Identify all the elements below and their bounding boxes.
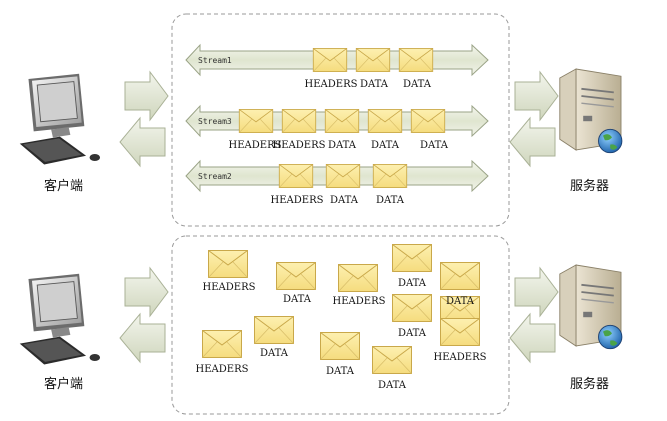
arrow-server-to-panel-bottom [509,312,556,364]
client-computer-icon-bottom [19,273,101,365]
interleaved-frame: DATA [254,316,294,359]
stream-label: Stream2 [198,172,232,181]
frame-envelope-icon [238,109,274,133]
server-icon-bottom [558,264,623,350]
frame-label: DATA [398,328,427,339]
arrow-server-to-panel-top [509,116,556,168]
arrow-panel-to-server-bottom [514,266,559,318]
interleaved-frame: DATA [440,296,480,324]
frame-label: HEADERS [305,79,358,90]
interleaved-frame: HEADERS [196,330,249,375]
frame-label: DATA [398,278,427,289]
interleaved-frame: HEADERS [333,264,386,307]
side-arrows [119,70,559,364]
client-label-bottom: 客户端 [44,376,83,392]
frame-envelope-icon [440,262,480,290]
frame-label: HEADERS [229,140,282,151]
bottom-panel [171,235,510,415]
frame-envelope-icon [208,250,248,278]
frame-label: HEADERS [271,195,324,206]
arrow-panel-to-client-top [119,116,166,168]
frame-label: DATA [403,79,432,90]
frame-label: DATA [378,380,407,391]
server-label-bottom: 服务器 [570,376,609,392]
frame-envelope-icon [278,164,314,188]
interleaved-frame: DATA [372,346,412,391]
frame-label: DATA [420,140,449,151]
stream-label: Stream3 [198,117,232,126]
frame-envelope-icon [281,109,317,133]
arrow-client-to-panel-bottom [124,266,169,318]
frame-label: DATA [283,294,312,305]
client-label: 客户端 [44,178,83,194]
frame-envelope-icon [324,109,360,133]
frame-label: HEADERS [203,282,256,293]
frame-label: DATA [326,366,355,377]
client-computer-icon [19,73,101,165]
frame-label: HEADERS [196,364,249,375]
frame-label: HEADERS [333,296,386,307]
interleaved-frame: DATA [392,294,432,339]
frame-envelope-icon [410,109,446,133]
frame-label: DATA [376,195,405,206]
arrow-panel-to-client-bottom [119,312,166,364]
interleaved-frame: HEADERS [434,318,487,363]
interleaved-frame: DATA [276,262,316,305]
frame-envelope-icon [254,316,294,344]
frame-envelope-icon [392,244,432,272]
frame-label: DATA [328,140,357,151]
server-icon [558,68,623,154]
frame-label: DATA [330,195,359,206]
frame-label: HEADERS [273,140,326,151]
frame-envelope-icon [312,48,348,72]
frame-envelope-icon [202,330,242,358]
frame-label: DATA [446,296,475,307]
frame-label: HEADERS [434,352,487,363]
frame-envelope-icon [392,294,432,322]
interleaved-frames: HEADERS DATA HEADERS DATA DATA DATA HEADERS DAT… [196,244,487,391]
frame-envelope-icon [372,164,408,188]
frame-label: DATA [360,79,389,90]
frame-label: DATA [371,140,400,151]
interleaved-frame: DATA [320,332,360,377]
frame-envelope-icon [440,318,480,346]
frame-envelope-icon [320,332,360,360]
interleaved-frame: HEADERS [203,250,256,293]
frame-envelope-icon [367,109,403,133]
frame-envelope-icon [276,262,316,290]
arrow-client-to-panel-top [124,70,169,122]
stream-label: Stream1 [198,56,232,65]
frame-envelope-icon [338,264,378,292]
server-label: 服务器 [570,178,609,194]
frame-envelope-icon [325,164,361,188]
frame-label: DATA [260,348,289,359]
frame-envelope-icon [372,346,412,374]
interleaved-frame: DATA [392,244,432,289]
frame-envelope-icon [355,48,391,72]
arrow-panel-to-server-top [514,70,559,122]
frame-envelope-icon [398,48,434,72]
